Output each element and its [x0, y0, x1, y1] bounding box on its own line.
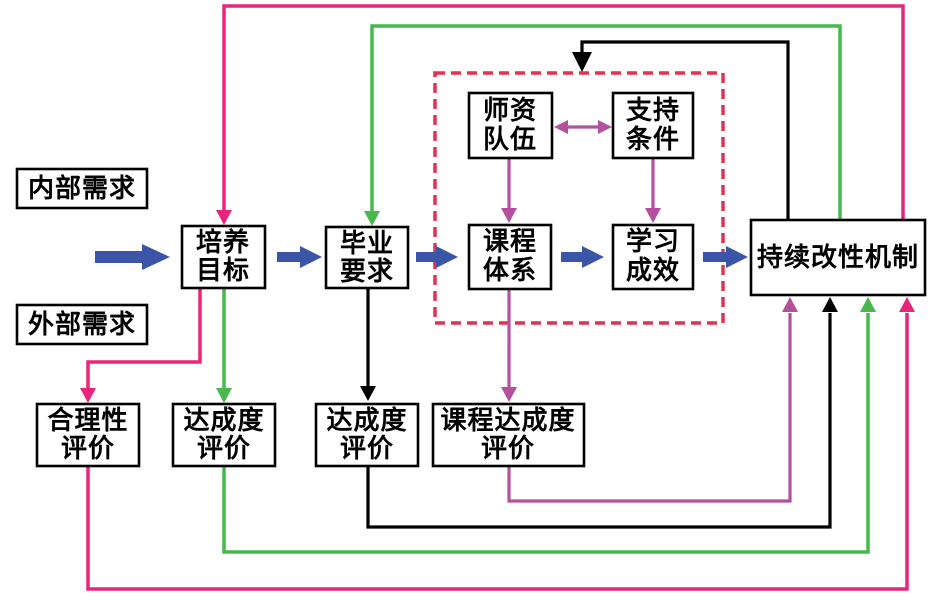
node-achievement-evaluation-graduation: 达成度 评价: [314, 402, 420, 468]
green-arrowhead-down-icon: [216, 388, 232, 403]
purple-arrowhead-down-icon: [501, 387, 517, 402]
green-arrowhead-up-icon: [860, 297, 876, 312]
blue-flow-arrow-training-to-graduation-icon: [277, 246, 322, 268]
node-learning-outcomes: 学习 成效: [611, 223, 695, 291]
edge-achievement-to-mechanism-green: [222, 313, 870, 554]
node-faculty-team: 师资 队伍: [467, 91, 554, 160]
node-achievement-evaluation-graduation-label-line2: 评价: [340, 434, 394, 464]
node-course-achievement-evaluation-label-line2: 评价: [481, 434, 535, 464]
black-arrowhead-down-icon: [360, 386, 376, 401]
node-achievement-evaluation-objectives-label-line1: 达成度: [183, 405, 264, 436]
node-curriculum-system-label-line2: 体系: [483, 256, 537, 286]
node-rationality-evaluation-label-line2: 评价: [61, 434, 115, 464]
node-external-needs-label: 外部需求: [28, 310, 136, 340]
node-graduation-requirements-box: [324, 225, 410, 290]
node-graduation-requirements: 毕业 要求: [324, 225, 410, 290]
blue-flow-arrow-needs-to-training-icon: [95, 244, 170, 270]
edge-mechanism-to-training-objectives: [222, 4, 905, 221]
node-training-objectives-label-line1: 培养: [196, 227, 250, 258]
node-external-needs: 外部需求: [15, 303, 149, 346]
blue-flow-arrow-curriculum-to-learning-icon: [561, 246, 604, 268]
node-achievement-evaluation-graduation-label-line1: 达成度: [326, 405, 407, 436]
node-learning-outcomes-label-line2: 成效: [626, 255, 680, 286]
node-achievement-evaluation-objectives-label-line2: 评价: [197, 434, 251, 464]
node-graduation-requirements-label-line2: 要求: [340, 257, 394, 287]
edge-mechanism-to-teaching-region: [580, 40, 790, 221]
node-training-objectives-label-line2: 目标: [196, 256, 250, 286]
node-curriculum-system-label-line1: 课程: [483, 227, 537, 257]
node-continuous-improvement-mechanism-label: 持续改性机制: [757, 242, 919, 273]
node-support-conditions: 支持 条件: [611, 91, 695, 160]
edge-training-objectives-to-rationality: [86, 287, 202, 389]
edge-rationality-to-mechanism: [86, 313, 909, 591]
purple-arrowhead-down-icon: [645, 208, 661, 223]
node-continuous-improvement-mechanism: 持续改性机制: [749, 218, 927, 297]
purple-arrowhead-right-icon: [598, 120, 612, 134]
black-arrowhead-down-icon: [572, 52, 592, 72]
node-learning-outcomes-box: [611, 223, 695, 291]
purple-arrowhead-up-icon: [782, 297, 798, 312]
pink-arrowhead-up-icon: [899, 297, 915, 312]
node-support-conditions-label-line1: 支持: [626, 96, 680, 126]
black-arrowhead-up-icon: [822, 297, 838, 312]
node-faculty-team-label-line1: 师资: [483, 96, 537, 126]
node-internal-needs: 内部需求: [15, 167, 149, 210]
node-achievement-evaluation-objectives-box: [171, 402, 277, 468]
node-support-conditions-box: [611, 91, 695, 160]
node-curriculum-system: 课程 体系: [467, 223, 553, 291]
node-support-conditions-label-line2: 条件: [626, 125, 680, 155]
node-rationality-evaluation: 合理性 评价: [35, 402, 141, 468]
pink-arrowhead-down-icon: [80, 388, 96, 403]
node-achievement-evaluation-graduation-box: [314, 402, 420, 468]
node-graduation-requirements-label-line1: 毕业: [340, 229, 394, 259]
purple-arrowhead-left-icon: [554, 120, 568, 134]
node-rationality-evaluation-label-line1: 合理性: [47, 405, 128, 436]
edge-achievement-to-mechanism-black: [366, 313, 832, 529]
node-continuous-improvement-mechanism-box: [749, 218, 927, 297]
node-course-achievement-evaluation-label-line1: 课程达成度: [440, 405, 575, 436]
node-curriculum-system-box: [467, 223, 553, 291]
node-training-objectives-box: [180, 224, 267, 290]
node-course-achievement-evaluation-box: [431, 402, 586, 468]
node-faculty-team-label-line2: 队伍: [483, 125, 537, 155]
blue-flow-arrow-learning-to-mechanism-icon: [703, 246, 748, 268]
node-learning-outcomes-label-line1: 学习: [626, 226, 680, 257]
node-course-achievement-evaluation: 课程达成度 评价: [431, 402, 586, 468]
edge-course-evaluation-to-mechanism: [507, 313, 792, 503]
pink-arrowhead-down-icon: [216, 210, 232, 225]
edge-mechanism-to-graduation-requirements: [370, 24, 842, 221]
node-external-needs-box: [15, 303, 149, 346]
dashed-teaching-region-border: [433, 71, 725, 325]
node-faculty-team-box: [467, 91, 554, 160]
purple-arrowhead-down-icon: [501, 208, 517, 223]
node-internal-needs-box: [15, 167, 149, 210]
node-training-objectives: 培养 目标: [180, 224, 267, 290]
node-rationality-evaluation-box: [35, 402, 141, 468]
blue-flow-arrow-graduation-to-curriculum-icon: [416, 246, 458, 268]
node-achievement-evaluation-objectives: 达成度 评价: [171, 402, 277, 468]
node-internal-needs-label: 内部需求: [28, 174, 136, 204]
green-arrowhead-down-icon: [364, 211, 380, 226]
